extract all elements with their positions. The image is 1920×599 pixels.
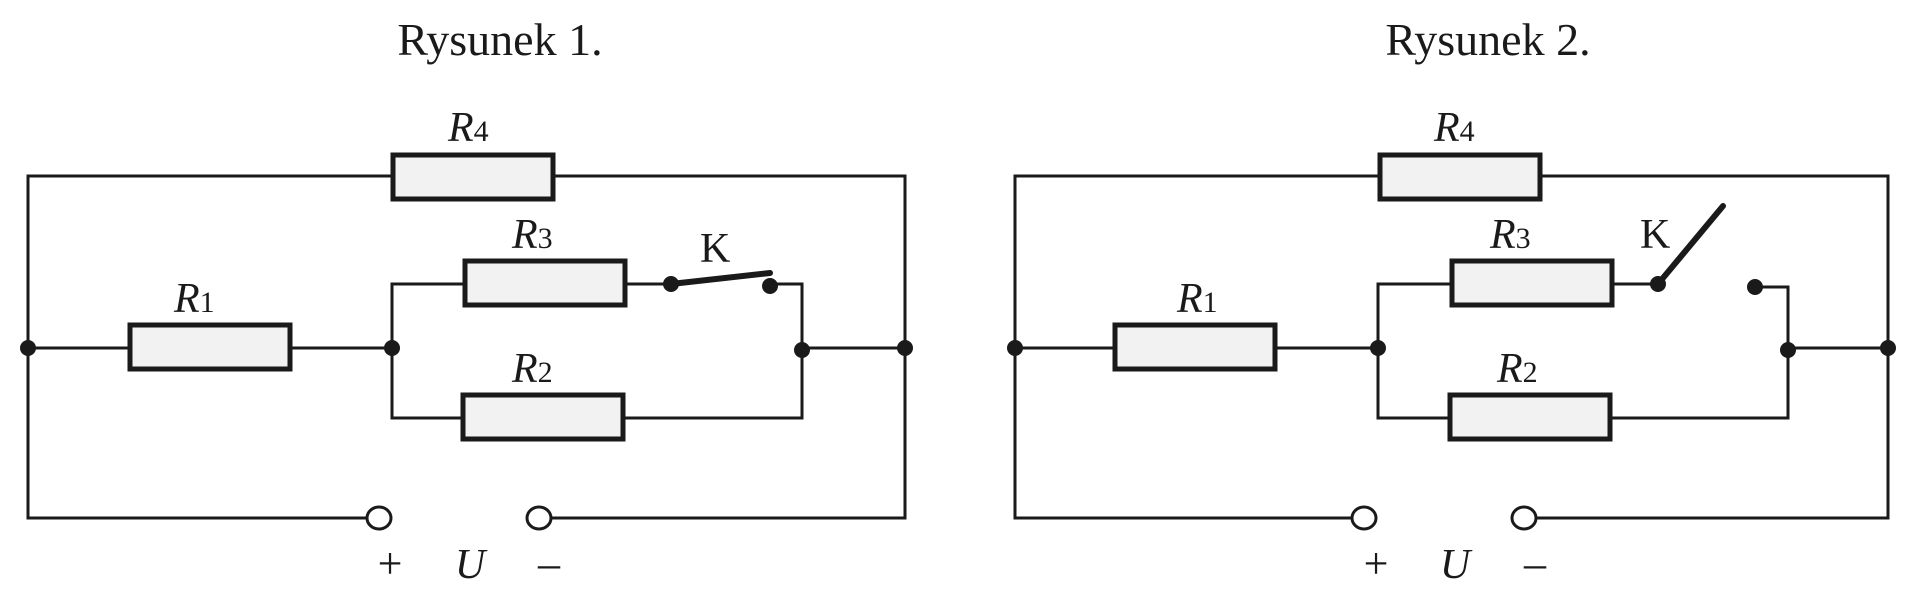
junction-node xyxy=(1007,340,1023,356)
resistor-r2 xyxy=(1447,392,1613,442)
terminal-minus xyxy=(1510,505,1538,531)
wire xyxy=(770,282,804,348)
resistor-r3 xyxy=(1449,258,1615,308)
switch-contact xyxy=(762,278,778,294)
label-r2: R2 xyxy=(511,346,553,392)
wire xyxy=(26,174,393,348)
switch-k-closed xyxy=(663,270,778,294)
junction-node xyxy=(794,342,810,358)
junction-node xyxy=(20,340,36,356)
wire xyxy=(1376,282,1452,348)
junction-node xyxy=(384,340,400,356)
terminal-plus xyxy=(365,505,393,531)
figure-1-wires xyxy=(26,174,907,520)
wire xyxy=(1013,348,1352,520)
label-r4: R4 xyxy=(1433,105,1475,151)
resistor-r4 xyxy=(390,152,556,202)
wire xyxy=(26,348,367,520)
plus-sign: + xyxy=(1364,539,1389,588)
label-r1: R1 xyxy=(1176,276,1218,322)
resistor-r2 xyxy=(460,392,626,442)
label-r3: R3 xyxy=(511,212,553,258)
minus-sign: – xyxy=(537,539,561,588)
junction-node xyxy=(1780,342,1796,358)
label-r4: R4 xyxy=(447,105,489,151)
wire xyxy=(623,348,804,420)
resistor-r1 xyxy=(1112,322,1278,372)
switch-lever xyxy=(1655,203,1726,287)
figure-2-title: Rysunek 2. xyxy=(1385,14,1590,65)
voltage-label: U xyxy=(1440,542,1473,588)
wire xyxy=(1013,174,1380,348)
figure-2: Rysunek 2. R4 R3 R1 R2 xyxy=(1007,14,1896,588)
switch-label: K xyxy=(700,226,730,272)
wire xyxy=(553,174,907,348)
figure-2-wires xyxy=(1013,174,1890,520)
wire xyxy=(551,348,907,520)
switch-label: K xyxy=(1640,212,1670,258)
label-r2: R2 xyxy=(1496,346,1538,392)
switch-contact xyxy=(1747,279,1763,295)
wire xyxy=(1376,348,1450,420)
resistor-r3 xyxy=(462,258,628,308)
label-r1: R1 xyxy=(173,276,215,322)
minus-sign: – xyxy=(1523,539,1547,588)
plus-sign: + xyxy=(378,539,403,588)
resistor-r1 xyxy=(127,322,293,372)
junction-node xyxy=(897,340,913,356)
wire xyxy=(1610,348,1790,420)
junction-node xyxy=(1370,340,1386,356)
junction-node xyxy=(1880,340,1896,356)
figure-1: Rysunek 1. R4 R3 R1 xyxy=(20,14,913,588)
wire xyxy=(390,282,465,348)
voltage-label: U xyxy=(455,542,488,588)
resistor-r4 xyxy=(1377,152,1543,202)
terminal-plus xyxy=(1350,505,1378,531)
wire xyxy=(1755,285,1790,348)
label-r3: R3 xyxy=(1489,212,1531,258)
wire xyxy=(1540,174,1890,348)
switch-k-open xyxy=(1650,203,1763,295)
wire xyxy=(390,348,463,420)
figure-1-title: Rysunek 1. xyxy=(397,14,602,65)
terminal-minus xyxy=(525,505,553,531)
wire xyxy=(1536,348,1890,520)
switch-lever xyxy=(668,270,773,287)
